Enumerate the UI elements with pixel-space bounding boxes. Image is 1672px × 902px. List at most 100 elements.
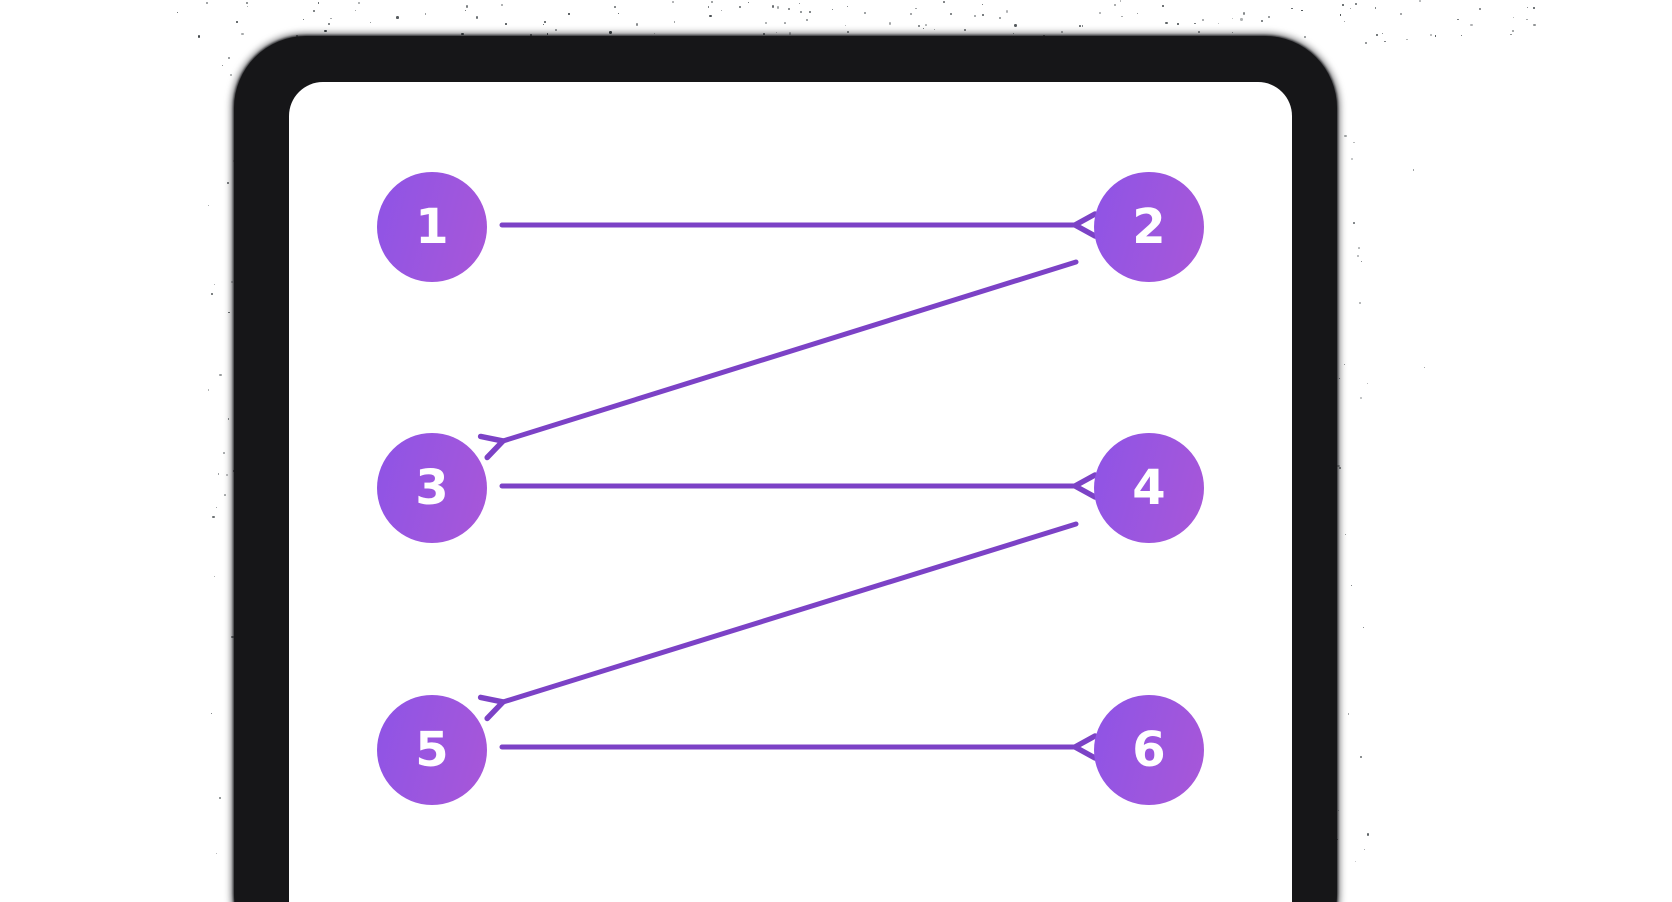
grain-dot — [1375, 34, 1378, 37]
grain-dot — [1434, 34, 1437, 37]
grain-dot — [197, 35, 200, 38]
step-node-5: 5 — [377, 695, 487, 805]
step-node-4: 4 — [1094, 433, 1204, 543]
grain-dot — [1355, 861, 1357, 863]
grain-dot — [1339, 14, 1342, 16]
grain-dot — [765, 21, 768, 24]
grain-dot — [964, 29, 967, 32]
grain-dot — [1510, 33, 1512, 35]
grain-dot — [915, 7, 918, 10]
grain-dot — [1162, 5, 1165, 8]
grain-dot — [1470, 23, 1473, 27]
grain-dot — [720, 10, 722, 12]
grain-dot — [711, 0, 714, 3]
grain-dot — [212, 516, 215, 519]
grain-dot — [354, 9, 356, 11]
grain-dot — [805, 18, 809, 21]
grain-dot — [863, 12, 866, 15]
grain-dot — [227, 56, 230, 59]
grain-dot — [1363, 627, 1365, 629]
grain-dot — [1338, 377, 1340, 380]
grain-dot — [999, 17, 1002, 19]
grain-dot — [1412, 169, 1415, 171]
grain-dot — [1231, 18, 1233, 20]
grain-dot — [1360, 755, 1363, 758]
grain-dot — [809, 10, 812, 13]
grain-dot — [1360, 261, 1363, 263]
grain-dot — [1424, 367, 1426, 369]
grain-dot — [1303, 35, 1306, 38]
grain-dot — [313, 10, 316, 13]
step-node-6-label: 6 — [1132, 722, 1166, 778]
grain-dot — [241, 32, 244, 35]
grain-dot — [888, 22, 891, 25]
grain-dot — [230, 73, 233, 76]
grain-dot — [1198, 30, 1201, 33]
grain-dot — [673, 21, 676, 23]
white-card: 1 2 3 4 5 6 — [289, 82, 1292, 902]
grain-dot — [231, 281, 233, 284]
grain-dot — [973, 15, 976, 18]
grain-dot — [1363, 848, 1366, 851]
grain-dot — [210, 713, 212, 715]
grain-dot — [213, 575, 216, 578]
grain-dot — [1367, 833, 1370, 836]
step-node-4-label: 4 — [1132, 460, 1166, 516]
grain-dot — [465, 9, 467, 11]
grain-dot — [330, 17, 333, 20]
grain-dot — [1079, 25, 1081, 27]
grain-dot — [1460, 34, 1463, 36]
grain-dot — [1006, 10, 1009, 13]
grain-dot — [1478, 8, 1482, 11]
grain-dot — [925, 23, 927, 26]
grain-dot — [1533, 23, 1536, 26]
grain-dot — [1367, 383, 1369, 385]
grain-dot — [609, 31, 612, 34]
grain-dot — [1399, 12, 1403, 16]
grain-dot — [800, 10, 803, 13]
grain-dot — [1381, 32, 1384, 34]
step-node-5-label: 5 — [415, 722, 449, 778]
grain-dot — [1098, 12, 1101, 15]
grain-dot — [215, 506, 218, 509]
grain-dot — [246, 1, 249, 5]
grain-dot — [1374, 6, 1377, 9]
grain-dot — [324, 29, 327, 32]
grain-dot — [1356, 254, 1359, 257]
arrow-edges — [477, 211, 1098, 761]
arrow-2-to-3 — [477, 259, 1079, 461]
grain-dot — [327, 23, 330, 26]
grain-dot — [1343, 20, 1346, 23]
grain-dot — [653, 32, 656, 35]
grain-dot — [223, 452, 226, 455]
grain-dot — [909, 12, 913, 16]
grain-dot — [542, 23, 545, 26]
grain-dot — [246, 5, 248, 8]
grain-dot — [846, 6, 848, 8]
grain-dot — [1418, 0, 1421, 3]
grain-dot — [1532, 6, 1535, 10]
grain-dot — [943, 1, 946, 3]
grain-dot — [1013, 32, 1015, 35]
grain-dot — [1338, 466, 1341, 469]
grain-dot — [317, 2, 320, 4]
grain-dot — [465, 5, 468, 8]
grain-dot — [1406, 38, 1408, 41]
grain-dot — [847, 30, 849, 33]
grain-dot — [568, 13, 570, 15]
grain-dot — [950, 12, 953, 15]
step-node-3: 3 — [377, 433, 487, 543]
grain-dot — [475, 16, 479, 19]
grain-dot — [776, 6, 780, 9]
grain-dot — [1113, 3, 1116, 6]
grain-dot — [396, 16, 400, 19]
grain-dot — [210, 292, 214, 295]
grain-dot — [1358, 247, 1360, 249]
grain-dot — [844, 25, 846, 27]
grain-dot — [500, 3, 503, 6]
grain-dot — [1343, 363, 1346, 365]
grain-dot — [1347, 713, 1350, 715]
grain-dot — [1512, 29, 1515, 33]
grain-dot — [370, 21, 372, 24]
